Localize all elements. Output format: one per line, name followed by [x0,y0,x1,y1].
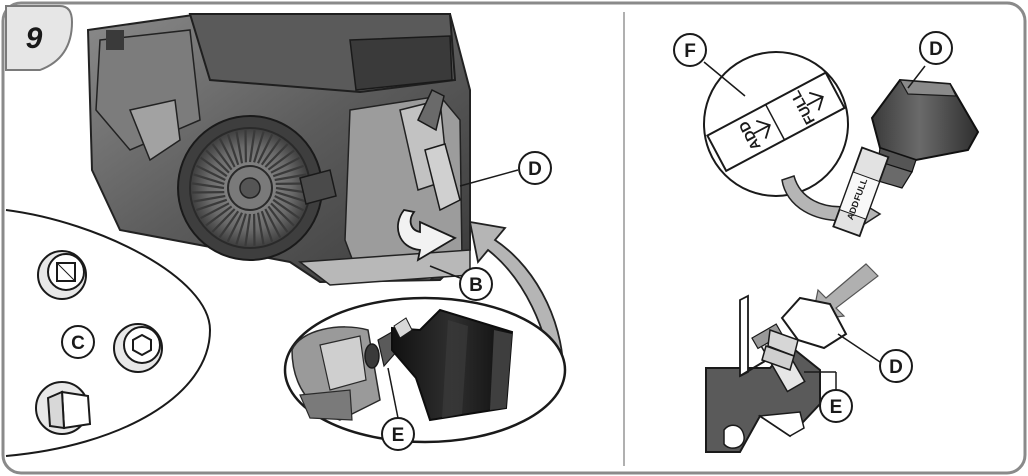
dipstick-detail: FULL ADD F FULL ADD [673,31,980,453]
fan-rib [196,198,228,212]
drain-plug-square [37,250,87,300]
fan-rib [274,173,307,182]
fan-rib [253,131,265,163]
engine-illustration [86,13,471,286]
fan-rib [270,156,301,174]
svg-text:E: E [392,425,405,446]
callout-d-dipstick: D [919,31,953,65]
fan-rib [260,210,274,242]
step-badge: 9 [5,5,74,71]
fan-rib [256,212,265,245]
fan-rib [226,134,240,166]
fan-rib [235,131,244,164]
rotate-cap-arrow [397,209,457,262]
fan-rib [248,130,256,163]
fan-rib [264,143,289,168]
step-number: 9 [26,22,43,55]
svg-text:C: C [71,333,85,354]
fan-rib [272,198,301,220]
fan-rib [199,156,228,178]
fan-ribs [192,130,308,246]
oil-bottle [391,308,514,422]
fan-rib [260,137,282,166]
fan-rib [235,213,247,245]
callout-f: F [673,33,707,67]
fan-rib [226,212,243,243]
fan-rib [267,205,289,233]
fan-rib [275,191,307,203]
fan-rib [192,182,225,190]
dipstick-blade: FULL ADD [832,146,890,238]
fan-rib [205,149,230,174]
fan-rib [205,205,233,227]
fan-rib [267,149,295,171]
fan-rib [244,213,252,246]
callout-d-engine: D [518,151,552,185]
fan-rib [218,210,240,239]
fan-rib [257,133,274,164]
fan-rib [218,137,236,168]
svg-text:D: D [929,39,943,60]
callout-d-fill: D [879,349,913,383]
fan-rib [264,208,282,239]
fan-rib [195,164,226,181]
svg-text:B: B [469,275,483,296]
drain-plug-inset: C [5,209,212,457]
fan-rib [270,202,295,227]
installed-cap [761,296,848,371]
oil-pour-inset: E [283,296,567,451]
fan-rib [199,202,230,220]
drain-plug-square-head [35,381,92,435]
svg-text:F: F [684,41,696,62]
callout-e-bottle: E [381,417,415,451]
fan-rib [211,143,233,171]
svg-text:E: E [830,397,843,418]
fan-rib [274,195,305,212]
callout-b: B [459,267,493,301]
fan-rib [272,164,304,178]
drain-plug-hex [113,323,163,373]
callout-c: C [61,325,95,359]
callout-e-level: E [819,389,853,423]
fan-rib [193,194,226,203]
fan-rib [211,208,236,233]
engine-dipstick-cap [424,143,461,212]
svg-text:D: D [528,159,542,180]
svg-text:D: D [889,357,903,378]
fan-rib [193,173,225,185]
